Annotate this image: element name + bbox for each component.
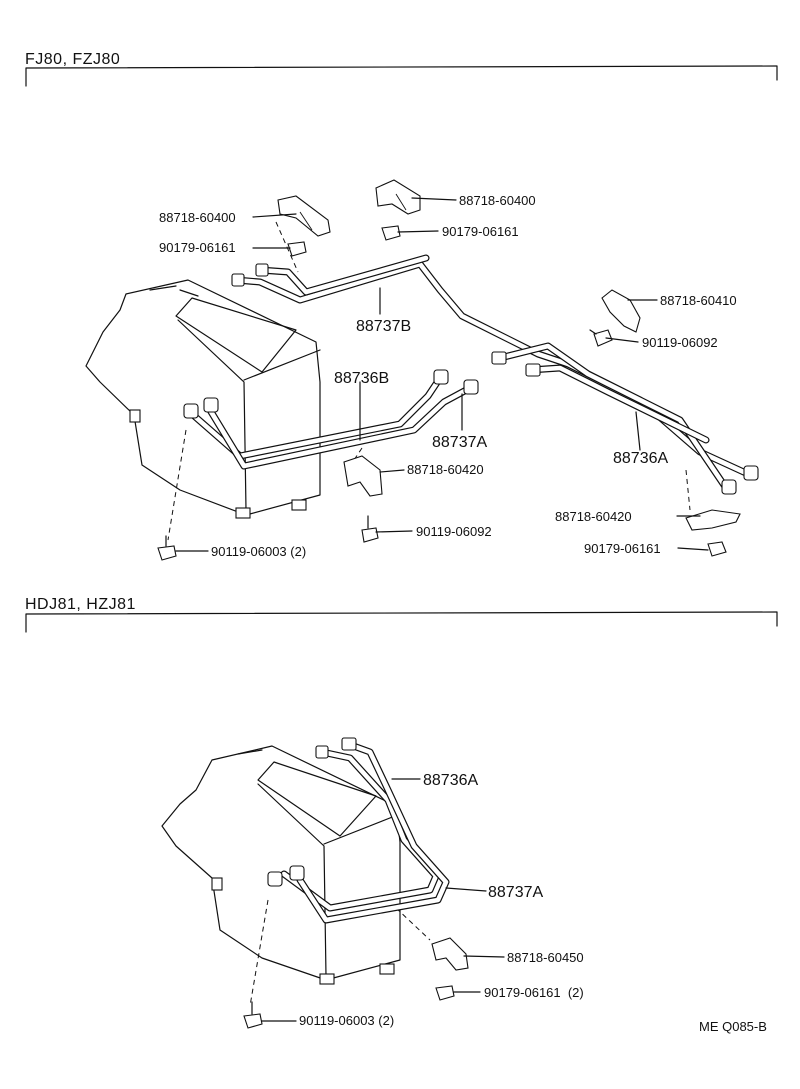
label-88718-60420-b: 88718-60420 [555,509,632,524]
pipe-fittings [267,737,357,887]
bolt-90119-06003-a-icon [157,535,177,561]
nut-90179-06161-c-icon [707,541,727,557]
label-90119-06003-b: 90119-06003 (2) [299,1013,394,1028]
leader-clamp-1 [275,221,299,273]
label-88737b: 88737B [356,318,411,335]
clamp-88718-60450-icon [431,937,469,971]
clamp-88718-60400-a-icon [277,195,331,237]
section-hdj81: HDJ81, HZJ81 [25,596,778,1029]
nut-90179-06161-d-icon [435,985,455,1001]
pipe-fittings [183,263,759,495]
callout-lines [175,197,709,552]
section-bracket [25,611,778,633]
section-title: HDJ81, HZJ81 [25,596,136,613]
clamp-88718-60400-b-icon [375,179,421,215]
nut-90179-06161-a-icon [287,241,307,257]
label-90119-06003-a: 90119-06003 (2) [211,544,306,559]
label-88718-60400-b: 88718-60400 [459,193,536,208]
label-90119-06092-a: 90119-06092 [642,335,718,350]
label-90179-06161-d: 90179-06161 (2) [484,985,584,1000]
leader-unit-bolt [249,899,269,1007]
label-90179-06161-c: 90179-06161 [584,541,661,556]
bolt-90119-06092-a-icon [589,329,613,347]
leader-unit-bolt [167,429,187,541]
clamp-88718-60410-icon [601,289,641,333]
clamp-88718-60420-b-icon [685,509,741,531]
leader-clamp-420-b [685,469,691,511]
label-88737a: 88737A [488,884,543,901]
label-88718-60420-a: 88718-60420 [407,462,484,477]
section-fj80: FJ80, FZJ80 [25,51,778,561]
section-bracket [25,65,778,87]
label-88718-60450: 88718-60450 [507,950,584,965]
callout-lines [261,778,505,1022]
bolt-90119-06092-b-icon [361,515,379,543]
section-title: FJ80, FZJ80 [25,51,120,68]
ac-unit-housing [161,745,401,985]
clamp-88718-60420-a-icon [343,455,383,497]
label-90119-06092-b: 90119-06092 [416,524,492,539]
label-88736a: 88736A [613,450,668,467]
label-88718-60410: 88718-60410 [660,293,737,308]
leader-clamp-450 [395,907,431,941]
pipe-88737b [232,254,752,492]
label-90179-06161-a: 90179-06161 [159,240,236,255]
figure-code: ME Q085-B [699,1019,767,1034]
pipe-88737a [296,740,450,924]
ac-unit-housing [85,279,321,519]
bolt-90119-06003-b-icon [243,1001,263,1029]
label-88736b: 88736B [334,370,389,387]
pipe-88736b [188,374,474,470]
nut-90179-06161-b-icon [381,225,401,241]
label-88737a: 88737A [432,434,487,451]
label-88718-60400-a: 88718-60400 [159,210,236,225]
label-88736a: 88736A [423,772,478,789]
label-90179-06161-b: 90179-06161 [442,224,519,239]
